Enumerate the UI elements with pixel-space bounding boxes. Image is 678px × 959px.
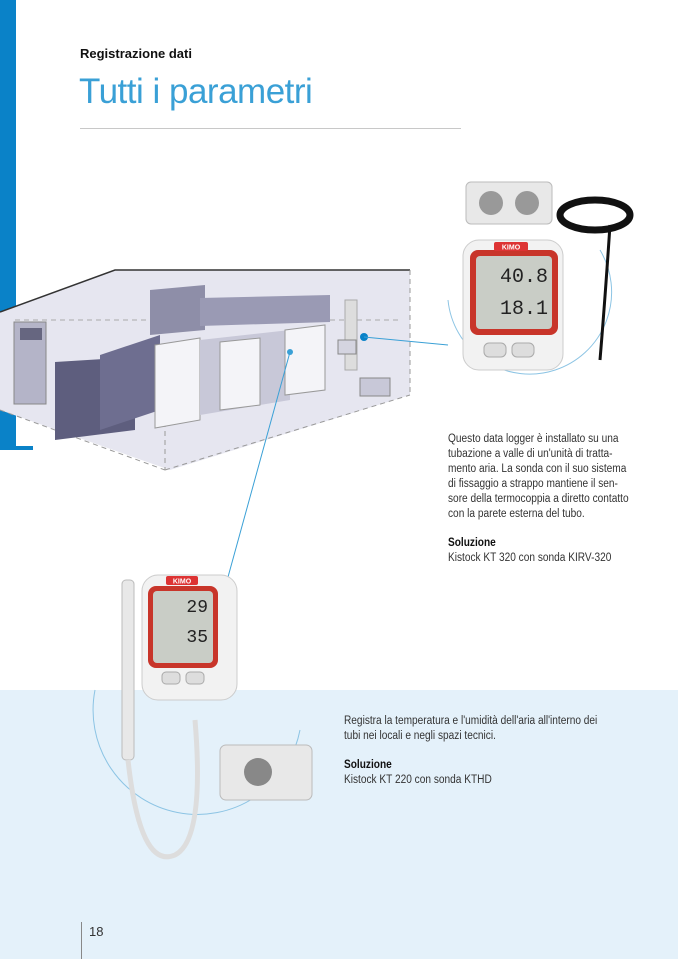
device-brand-logo: KIMO <box>502 245 521 252</box>
text-line: mento aria. La sonda con il suo sistema <box>448 463 627 475</box>
accent-bar-foot <box>0 446 33 450</box>
text-line: Questo data logger è installato su una <box>448 433 619 445</box>
light-blue-band <box>0 690 678 959</box>
display-value-2: 18.1 <box>500 298 548 321</box>
display-value-2: 35 <box>186 628 208 648</box>
solution-text: Kistock KT 320 con sonda KIRV-320 <box>448 552 612 564</box>
text-line: Registra la temperatura e l'umidità dell… <box>344 715 598 727</box>
text-line: di fissaggio a strappo mantiene il sen- <box>448 478 618 490</box>
text-line: tubazione a valle di un'unità di tratta- <box>448 448 613 460</box>
solution-label: Soluzione <box>344 759 392 771</box>
case2-description: Registra la temperatura e l'umidità dell… <box>344 714 643 788</box>
kt320-device-image: 40.8 18.1 KIMO <box>447 181 634 375</box>
solution-label: Soluzione <box>448 537 496 549</box>
title-divider <box>80 128 461 129</box>
page-number-rule <box>81 922 82 959</box>
solution-text: Kistock KT 220 con sonda KTHD <box>344 774 492 786</box>
hvac-room-illustration <box>0 269 411 471</box>
text-line: con la parete esterna del tubo. <box>448 508 585 520</box>
device-brand-logo: KIMO <box>173 579 192 586</box>
text-line: tubi nei locali e negli spazi tecnici. <box>344 730 496 742</box>
kt220-device-image: 29 35 KIMO <box>92 574 313 860</box>
section-kicker: Registrazione dati <box>80 46 192 61</box>
display-value-1: 29 <box>186 598 208 618</box>
page-title: Tutti i parametri <box>79 72 313 111</box>
page-number: 18 <box>89 924 104 939</box>
display-value-1: 40.8 <box>500 266 548 289</box>
text-line: sore della termocoppia a diretto contatt… <box>448 493 629 505</box>
case1-description: Questo data logger è installato su una t… <box>448 432 646 566</box>
